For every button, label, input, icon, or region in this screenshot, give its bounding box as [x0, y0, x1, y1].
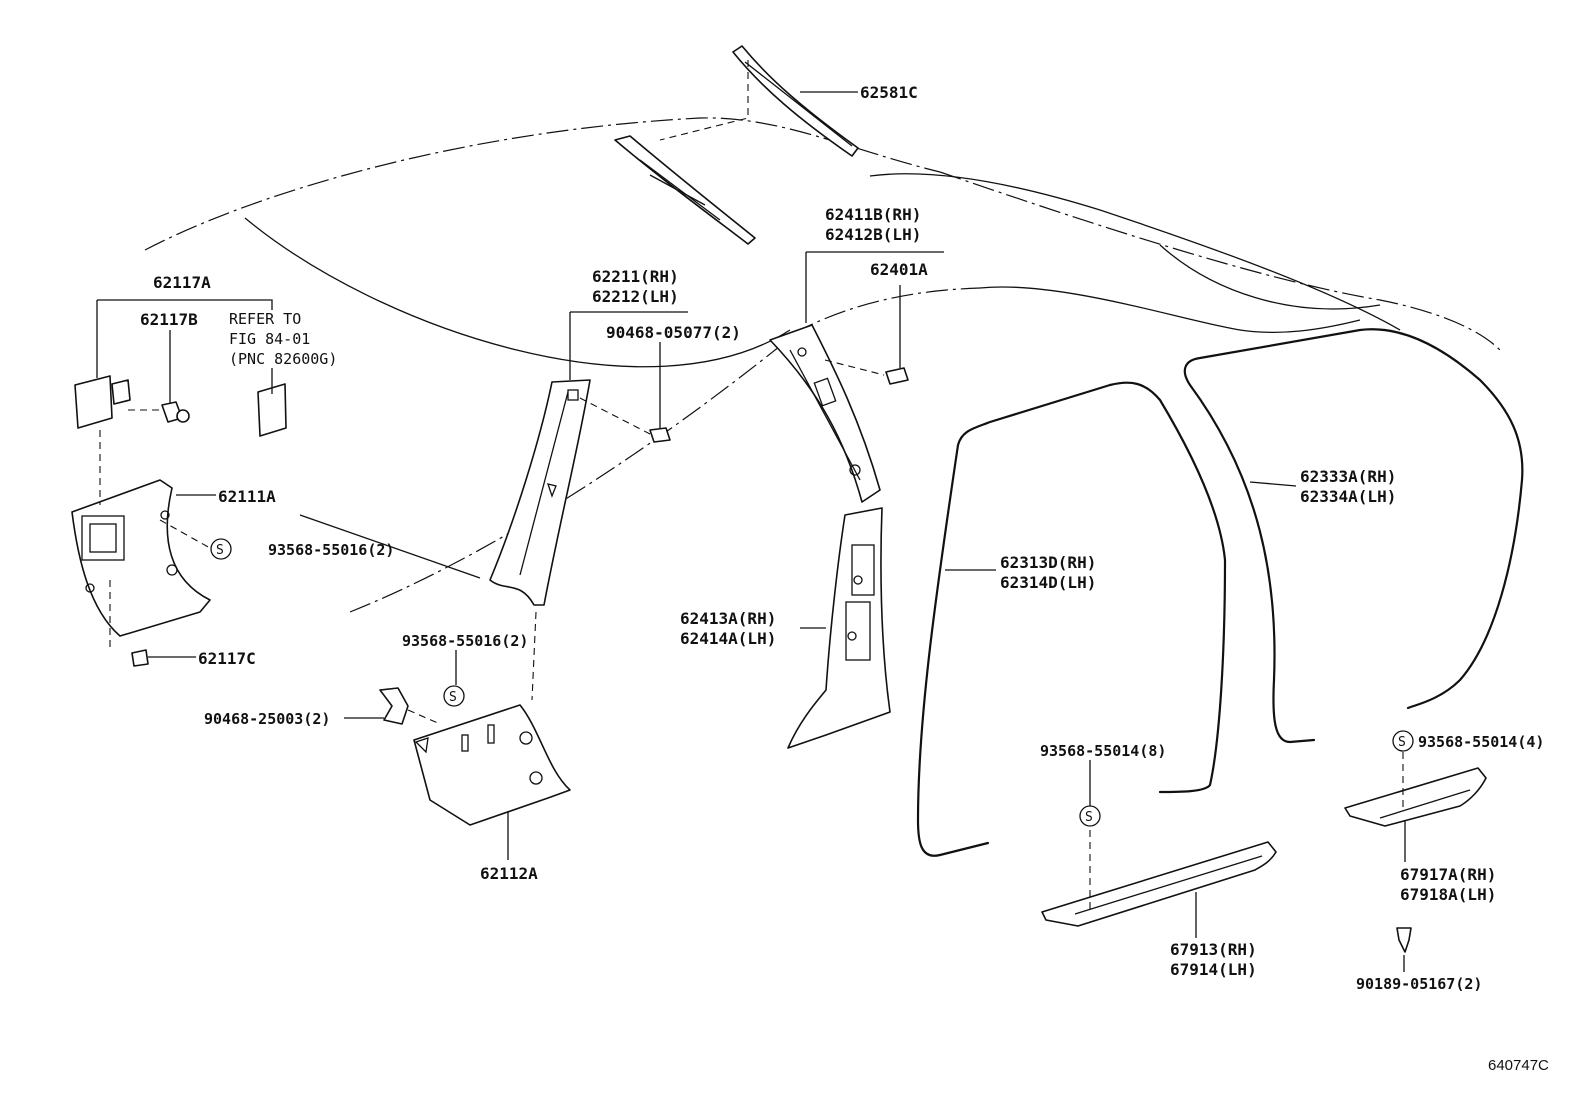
part-62111a[interactable]	[71, 479, 211, 637]
label-62112a: 62112A	[480, 864, 538, 883]
label-62211: 62211(RH)	[592, 267, 679, 286]
s-symbol-2: S	[443, 685, 465, 707]
roof-header-bracket	[614, 135, 756, 245]
label-90468-25003: 90468-25003(2)	[204, 710, 330, 728]
refer-panel-82600g	[257, 383, 287, 437]
svg-text:S: S	[1398, 735, 1406, 750]
part-62117a-cover[interactable]	[74, 375, 131, 429]
part-67913-67914[interactable]	[1041, 841, 1277, 927]
leader-lines	[96, 91, 1406, 972]
label-62334a: 62334A(LH)	[1300, 487, 1396, 506]
figure-number: 640747C	[1488, 1057, 1549, 1074]
label-67917a: 67917A(RH)	[1400, 865, 1496, 884]
s-symbol-3: S	[1079, 805, 1101, 827]
label-93568-55016-b: 93568-55016(2)	[402, 632, 528, 650]
label-62414a: 62414A(LH)	[680, 629, 776, 648]
label-93568-55016-a: 93568-55016(2)	[268, 541, 394, 559]
part-62333a-62334a[interactable]	[1183, 328, 1524, 744]
part-62117b-screw[interactable]	[161, 401, 190, 423]
label-refer-3: (PNC 82600G)	[229, 350, 337, 368]
part-62112a[interactable]	[413, 704, 571, 826]
label-62413a: 62413A(RH)	[680, 609, 776, 628]
label-refer-1: REFER TO	[229, 310, 301, 328]
label-62117b: 62117B	[140, 310, 198, 329]
part-62313d-62314d[interactable]	[916, 381, 1227, 857]
part-90189-05167-clip[interactable]	[1396, 927, 1412, 953]
svg-text:S: S	[216, 543, 224, 558]
label-62313d: 62313D(RH)	[1000, 553, 1096, 572]
part-62413a-62414a[interactable]	[787, 507, 891, 749]
label-62412b: 62412B(LH)	[825, 225, 921, 244]
label-67918a: 67918A(LH)	[1400, 885, 1496, 904]
label-93568-55014-a: 93568-55014(8)	[1040, 742, 1166, 760]
svg-text:S: S	[449, 690, 457, 705]
label-90189-05167: 90189-05167(2)	[1356, 975, 1482, 993]
part-67917a-67918a[interactable]	[1344, 767, 1487, 827]
part-62117c-clip[interactable]	[131, 649, 149, 667]
label-62581c: 62581C	[860, 83, 918, 102]
label-62212: 62212(LH)	[592, 287, 679, 306]
label-62333a: 62333A(RH)	[1300, 467, 1396, 486]
label-90468-05077: 90468-05077(2)	[606, 323, 741, 342]
part-62401a-clip[interactable]	[885, 367, 909, 385]
part-62581c[interactable]	[732, 45, 859, 157]
label-62117a: 62117A	[153, 273, 211, 292]
part-62411b-62412b[interactable]	[769, 324, 881, 503]
part-90468-05077-clip[interactable]	[649, 427, 671, 443]
label-93568-55014-b: 93568-55014(4)	[1418, 733, 1544, 751]
label-62314d: 62314D(LH)	[1000, 573, 1096, 592]
label-62111a: 62111A	[218, 487, 276, 506]
label-67914: 67914(LH)	[1170, 960, 1257, 979]
label-67913: 67913(RH)	[1170, 940, 1257, 959]
part-62211-62212[interactable]	[489, 379, 591, 606]
label-62411b: 62411B(RH)	[825, 205, 921, 224]
label-refer-2: FIG 84-01	[229, 330, 310, 348]
part-90468-25003-clip[interactable]	[379, 687, 409, 725]
svg-text:S: S	[1085, 810, 1093, 825]
label-62401a: 62401A	[870, 260, 928, 279]
s-symbol-4: S	[1392, 730, 1414, 752]
s-symbol-1: S	[210, 538, 232, 560]
label-62117c: 62117C	[198, 649, 256, 668]
